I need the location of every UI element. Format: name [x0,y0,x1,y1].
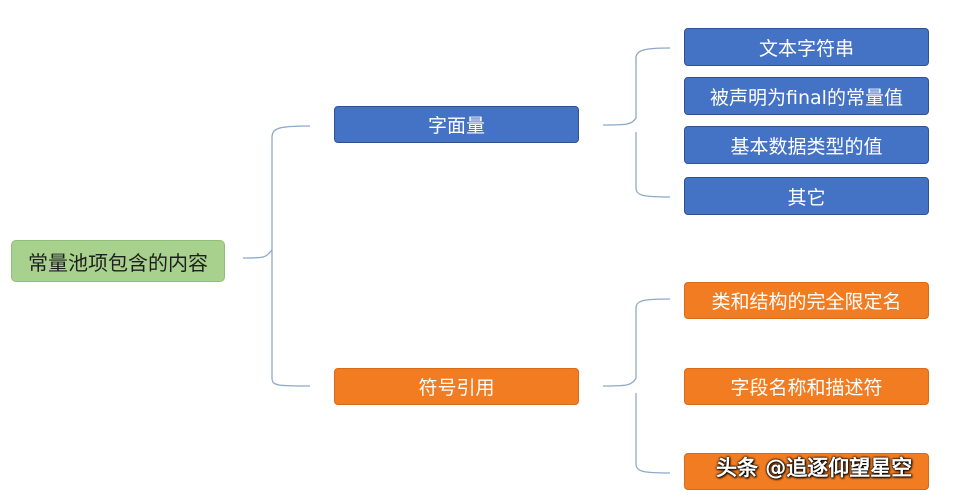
branch-symbolic-reference: 符号引用 [334,368,579,405]
leaf-final-constant: 被声明为final的常量值 [684,77,929,115]
leaf-text-string: 文本字符串 [684,28,929,66]
leaf-primitive-value: 基本数据类型的值 [684,126,929,164]
branch-2-brace [602,298,671,474]
branch-literal: 字面量 [334,106,579,143]
leaf-other: 其它 [684,177,929,215]
root-label: 常量池项包含的内容 [28,250,208,275]
leaf-method-descriptor [684,453,929,490]
leaf-label: 被声明为final的常量值 [710,86,903,109]
leaf-fully-qualified-name: 类和结构的完全限定名 [684,282,929,319]
leaf-label: 其它 [787,186,826,209]
branch-literal-label: 字面量 [427,115,485,137]
branch-symbolic-reference-label: 符号引用 [418,377,495,399]
watermark: 头条 @追逐仰望星空 [716,456,913,480]
leaf-label: 类和结构的完全限定名 [711,291,902,313]
leaf-field-descriptor: 字段名称和描述符 [684,368,929,405]
branch-1-brace [602,47,671,198]
leaf-label: 基本数据类型的值 [730,135,883,158]
root-node: 常量池项包含的内容 [11,240,225,282]
root-brace [242,125,311,387]
leaf-label: 字段名称和描述符 [730,377,883,399]
leaf-label: 文本字符串 [758,37,854,60]
